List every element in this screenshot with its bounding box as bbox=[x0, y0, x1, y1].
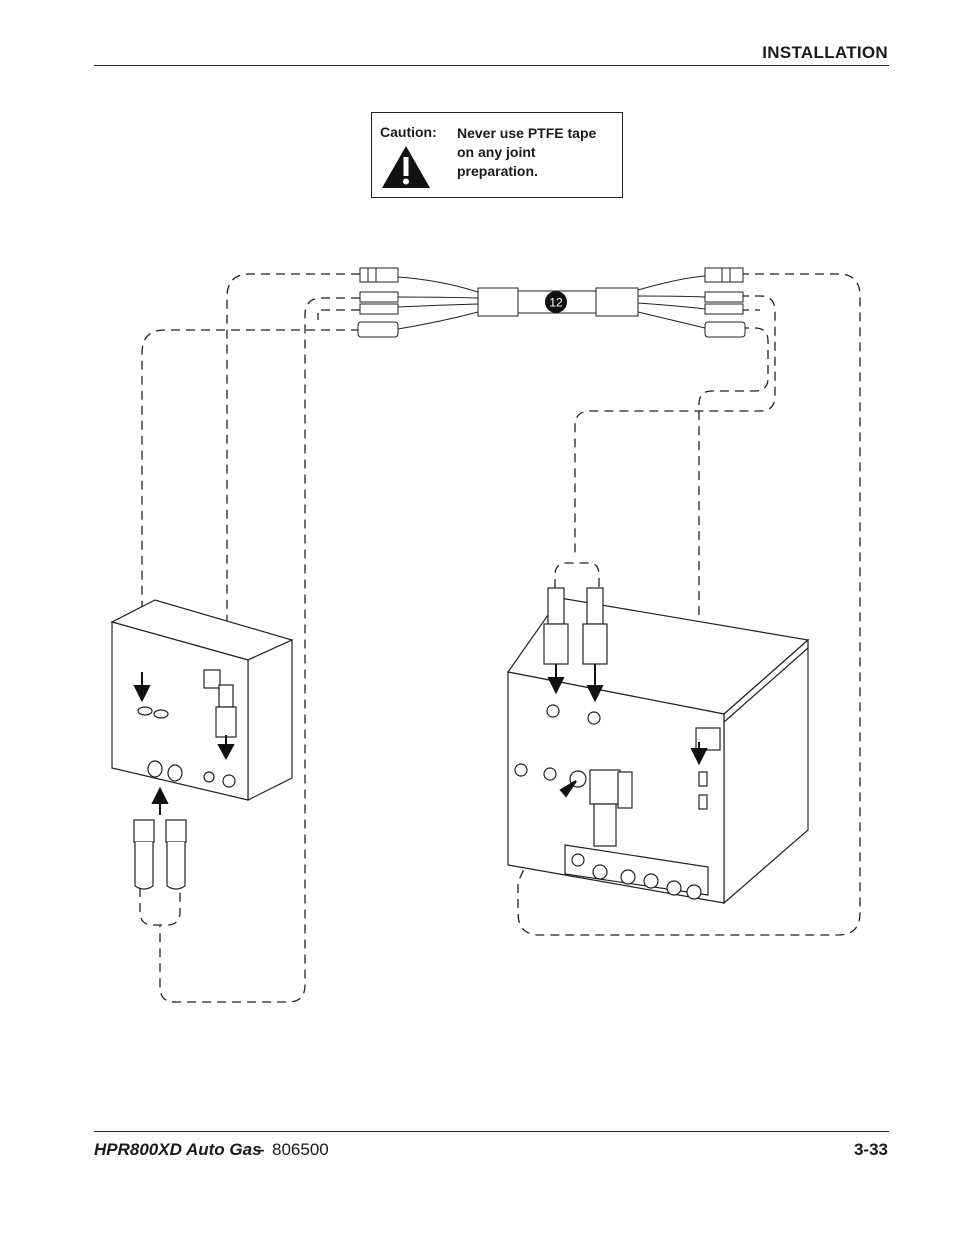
left-console-arrows bbox=[133, 672, 235, 815]
hose-route-right-outer bbox=[517, 273, 861, 936]
caution-box: Caution: Never use PTFE tape on any join… bbox=[371, 112, 623, 198]
left-gas-console bbox=[110, 599, 294, 890]
footer-rule bbox=[94, 1131, 889, 1132]
hose-loop-right-top bbox=[554, 562, 600, 588]
callout-12-badge bbox=[545, 291, 567, 313]
footer-document-number: 806500 bbox=[272, 1140, 329, 1159]
cable-route-left-drop-a bbox=[317, 309, 360, 320]
cable-route-left-middle bbox=[159, 297, 360, 1003]
cable-route-right-middle bbox=[574, 295, 776, 555]
cable-route-left-inner bbox=[141, 329, 360, 690]
callout-12-label: 12 bbox=[549, 296, 563, 310]
hose-route-left-outer bbox=[226, 273, 360, 685]
footer-product-name: HPR800XD Auto Gas bbox=[94, 1140, 262, 1159]
warning-triangle-icon bbox=[382, 146, 430, 188]
right-console-arrows bbox=[547, 664, 708, 798]
section-title: INSTALLATION bbox=[762, 43, 888, 62]
hose-loop-left-bottom bbox=[139, 888, 181, 926]
footer-separator: – bbox=[255, 1140, 265, 1159]
cable-route-right-inner bbox=[698, 327, 769, 742]
footer-page-number: 3-33 bbox=[853, 1140, 888, 1159]
caution-text: Never use PTFE tape on any joint prepara… bbox=[457, 125, 597, 179]
right-gas-console bbox=[506, 587, 810, 905]
caution-label: Caution: bbox=[380, 124, 437, 140]
header-rule bbox=[94, 65, 889, 66]
